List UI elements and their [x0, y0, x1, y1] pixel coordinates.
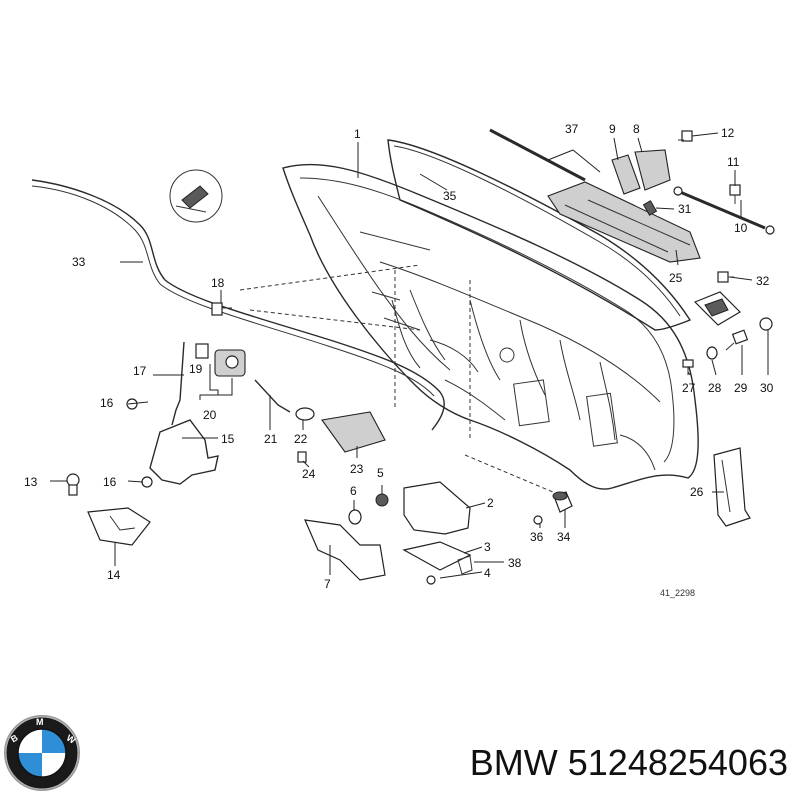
callout-26: 26: [690, 485, 704, 499]
gas-strut-10: [679, 190, 766, 230]
callout-5: 5: [377, 466, 384, 480]
callout-22: 22: [294, 432, 308, 446]
bracket-26: [713, 447, 751, 527]
callout-17: 17: [133, 364, 147, 378]
callout-8: 8: [633, 122, 640, 136]
callout-32: 32: [756, 274, 770, 288]
part-number-caption: BMW 51248254063: [469, 742, 788, 783]
bolt-13: [66, 473, 80, 496]
callout-27: 27: [682, 381, 696, 395]
callout-1: 1: [354, 127, 361, 141]
bolt-6: [348, 509, 362, 525]
screw-4: [426, 575, 436, 585]
svg-text:B: B: [9, 732, 20, 744]
callout-24: 24: [302, 467, 316, 481]
callout-21: 21: [264, 432, 278, 446]
striker-7: [304, 519, 386, 581]
callout-4: 4: [484, 566, 491, 580]
callout-2: 2: [487, 496, 494, 510]
bmw-logo: B M W: [4, 715, 80, 791]
bolt-16b: [141, 476, 153, 488]
callout-19: 19: [189, 362, 203, 376]
hinge-8: [634, 149, 671, 191]
pin-22: [295, 407, 315, 421]
bolt-11: [729, 184, 741, 204]
callout-23: 23: [350, 462, 364, 476]
callout-15: 15: [221, 432, 235, 446]
callout-37: 37: [565, 122, 579, 136]
grommet-5: [375, 493, 389, 507]
rod-17: [171, 341, 185, 426]
seal-35: [387, 139, 692, 331]
callout-29: 29: [734, 381, 748, 395]
callout-28: 28: [708, 381, 722, 395]
callout-18: 18: [211, 276, 225, 290]
callout-9: 9: [609, 122, 616, 136]
buffer-36: [533, 515, 543, 525]
bracket-25: [547, 181, 701, 263]
callout-12: 12: [721, 126, 735, 140]
strip-37: [489, 128, 586, 182]
bracket-15: [149, 419, 219, 485]
cable-33: [31, 179, 445, 431]
striker-2: [403, 481, 471, 535]
bolt-18: [211, 302, 232, 316]
lock-cylinder-19: [195, 343, 246, 377]
callout-13: 13: [24, 475, 38, 489]
drawing-code: 41_2298: [660, 588, 695, 598]
callout-10: 10: [734, 221, 748, 235]
trunk-lid: [239, 163, 699, 496]
svg-text:M: M: [36, 717, 44, 727]
callout-6: 6: [350, 484, 357, 498]
callout-7: 7: [324, 577, 331, 591]
screw-27: [682, 359, 694, 375]
callout-3: 3: [484, 540, 491, 554]
buffer-34: [552, 491, 573, 513]
callout-35: 35: [443, 189, 457, 203]
hinge-9: [611, 154, 641, 195]
callout-labels: 1 2 3 4 5 6 7 8 9 10 11 12 13 14 15 16 1…: [24, 122, 774, 598]
nut-30: [759, 317, 773, 331]
bolt-29: [725, 329, 749, 351]
washer-28: [706, 346, 718, 360]
shim-3: [402, 541, 472, 571]
leader-lines: [50, 132, 769, 579]
bolt-31: [642, 200, 658, 216]
callout-16b: 16: [103, 475, 117, 489]
callout-34: 34: [557, 530, 571, 544]
rod-21: [254, 379, 291, 413]
callout-11: 11: [727, 155, 740, 169]
callout-36: 36: [530, 530, 544, 544]
callout-25: 25: [669, 271, 683, 285]
callout-33: 33: [72, 255, 86, 269]
callout-38: 38: [508, 556, 522, 570]
callout-14: 14: [107, 568, 121, 582]
detail-circle-seal: [169, 169, 223, 223]
lock-cover-14: [87, 507, 151, 546]
callout-30: 30: [760, 381, 774, 395]
callout-16a: 16: [100, 396, 114, 410]
callout-31: 31: [678, 202, 692, 216]
bolt-12: [678, 130, 693, 142]
callout-20: 20: [203, 408, 217, 422]
bolt-24: [297, 451, 307, 463]
clip-38: [457, 555, 473, 575]
actuator-23: [321, 411, 386, 453]
